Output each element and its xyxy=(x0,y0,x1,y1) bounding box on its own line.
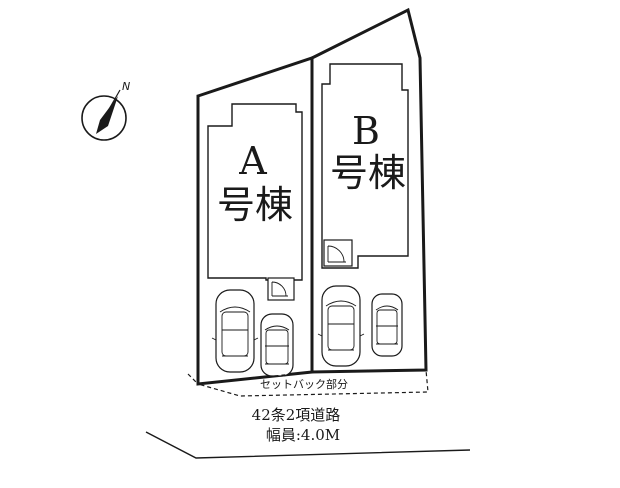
building-b-name: 号棟 xyxy=(330,151,406,195)
car-icon xyxy=(211,289,259,373)
building-a-letter: A xyxy=(238,139,267,183)
car-icon xyxy=(317,285,365,367)
entrance-door-icon xyxy=(267,277,295,301)
building-a-name: 号棟 xyxy=(217,183,293,227)
car-icon xyxy=(371,293,403,357)
building-a-footprint xyxy=(207,103,303,281)
road-width-label: 幅員:4.0M xyxy=(266,426,340,444)
road-type-label: 42条2項道路 xyxy=(252,406,341,424)
road-edge xyxy=(145,431,471,459)
car-icon xyxy=(260,313,294,377)
setback-label: セットバック部分 xyxy=(260,377,348,391)
building-b-footprint xyxy=(321,63,409,269)
setback-boundary xyxy=(187,369,429,397)
building-b-letter: B xyxy=(352,109,380,153)
north-label: N xyxy=(122,80,130,93)
entrance-door-icon xyxy=(323,239,353,267)
north-arrow-icon xyxy=(81,89,127,141)
